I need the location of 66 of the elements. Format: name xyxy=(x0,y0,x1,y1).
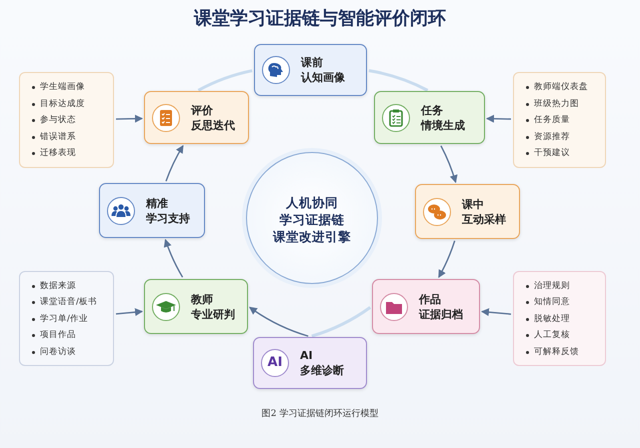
step-subtitle: 多维诊断 xyxy=(300,363,344,378)
process-box xyxy=(254,44,367,96)
list-item: 治理规则 xyxy=(534,280,570,291)
list-item: 学生端画像 xyxy=(40,82,85,92)
connector xyxy=(311,306,372,338)
step-subtitle: 认知画像 xyxy=(301,70,345,85)
arrow xyxy=(440,146,458,184)
arrow xyxy=(164,238,184,278)
list-item: 问卷访谈 xyxy=(40,346,76,357)
list-item: 可解释反馈 xyxy=(534,346,579,357)
list-item: 人工复核 xyxy=(534,330,570,340)
step-subtitle: 证据归档 xyxy=(419,306,463,322)
list-item: 迁移表现 xyxy=(40,148,76,158)
step-title: 教师 xyxy=(191,292,213,306)
connector xyxy=(368,69,428,92)
step-subtitle: 反思迭代 xyxy=(191,118,235,132)
step-subtitle: 互动采样 xyxy=(462,212,506,226)
bullet-list-card xyxy=(513,271,606,366)
step-title: AI xyxy=(300,348,313,363)
hub-text: 人机协同 xyxy=(285,194,339,210)
step-title: 任务 xyxy=(421,102,443,118)
arrow xyxy=(481,308,512,316)
process-box xyxy=(372,279,480,334)
list-item: 教师端仪表盘 xyxy=(534,82,588,92)
ai-badge: AI xyxy=(261,349,289,377)
connector xyxy=(198,69,252,92)
list-item: 错误谱系 xyxy=(40,132,76,142)
step-title: 课中 xyxy=(462,196,484,212)
arrow xyxy=(486,114,512,123)
bullet-list-card xyxy=(19,271,114,366)
process-box xyxy=(253,337,367,389)
list-item: 课堂语音/板书 xyxy=(40,297,97,308)
step-subtitle: 学习支持 xyxy=(146,210,190,226)
list-item: 项目作品 xyxy=(40,330,76,340)
list-item: 任务质量 xyxy=(534,115,570,126)
step-subtitle: 专业研判 xyxy=(191,306,235,322)
list-item: 知情同意 xyxy=(534,297,570,308)
process-box xyxy=(99,183,205,238)
arrow xyxy=(165,144,184,182)
caption: 图2 学习证据链闭环运行模型 xyxy=(260,408,380,420)
list-item: 干预建议 xyxy=(534,148,570,158)
list-item: 数据来源 xyxy=(40,280,76,291)
step-title: 评价 xyxy=(191,102,213,118)
step-title: 精准 xyxy=(146,196,168,210)
title: 课堂学习证据链与智能评价闭环 xyxy=(192,7,447,30)
process-box xyxy=(374,91,485,144)
arrow xyxy=(116,114,143,123)
list-item: 资源推荐 xyxy=(534,132,570,142)
list-item: 参与状态 xyxy=(40,115,76,126)
hub-text: 学习证据链 xyxy=(278,210,346,228)
list-item: 学习单/作业 xyxy=(40,314,88,324)
process-box xyxy=(144,279,248,334)
step-title: 课前 xyxy=(301,55,323,70)
bullet-list-card xyxy=(19,72,114,168)
list-item: 目标达成度 xyxy=(40,98,85,109)
arrow xyxy=(116,308,143,316)
step-title: 作品 xyxy=(419,292,441,306)
step-subtitle: 情境生成 xyxy=(421,118,465,132)
hub-text: 课堂改进引擎 xyxy=(272,228,352,244)
arrow xyxy=(438,240,456,278)
list-item: 班级热力图 xyxy=(534,98,579,109)
process-box xyxy=(415,184,520,239)
bullet-list-card xyxy=(513,72,606,168)
arrow xyxy=(248,306,308,337)
process-box xyxy=(144,91,249,144)
list-item: 脱敏处理 xyxy=(534,314,570,324)
